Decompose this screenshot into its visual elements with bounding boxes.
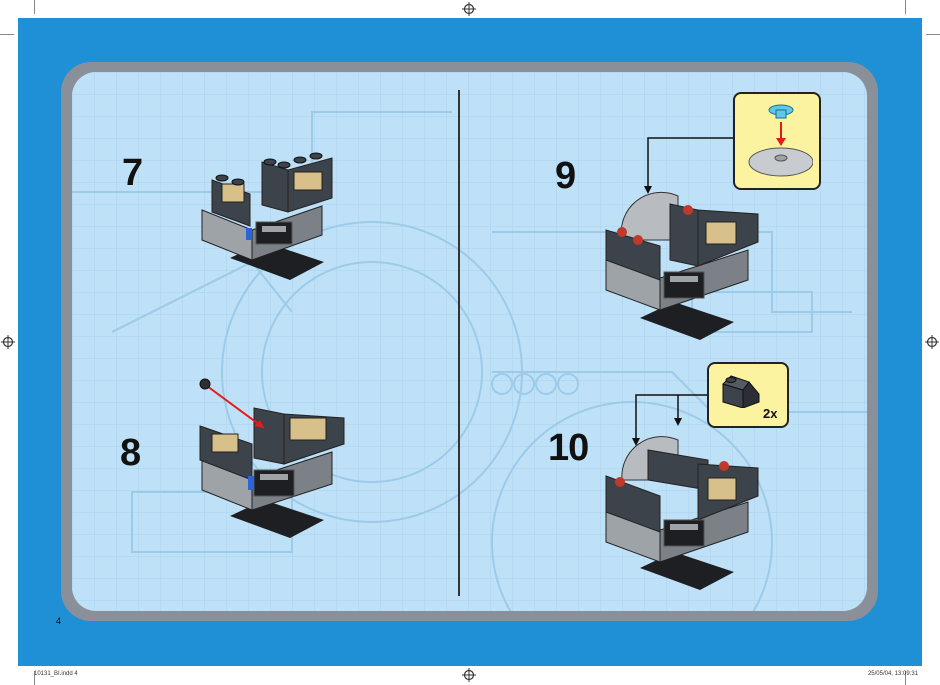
registration-mark-icon — [925, 335, 939, 349]
crop-mark — [926, 34, 940, 35]
step-divider — [458, 90, 460, 596]
slope-brick-icon — [722, 375, 760, 408]
registration-mark-icon — [462, 668, 476, 682]
crop-mark — [905, 0, 906, 14]
step-8-model — [199, 378, 345, 538]
step-number-10: 10 — [548, 427, 589, 469]
registration-mark-icon — [1, 335, 15, 349]
parts-callout-step-10: 2x — [707, 362, 789, 428]
step-number-7: 7 — [122, 152, 143, 194]
step-number-8: 8 — [120, 432, 141, 474]
part-quantity: 2x — [763, 406, 778, 421]
parts-callout-step-9 — [733, 92, 821, 190]
footer-timestamp: 25/05/04, 13:09:31 — [867, 671, 918, 677]
dish-part-icon — [748, 104, 813, 177]
registration-mark-icon — [462, 2, 476, 16]
step-number-9: 9 — [555, 155, 576, 197]
footer-file-label: 10131_BI.indd 4 — [34, 671, 78, 677]
page-number: 4 — [56, 616, 62, 626]
step-7-model — [201, 152, 333, 280]
step-10-model — [605, 436, 759, 590]
crop-mark — [905, 671, 906, 685]
step-9-model — [605, 191, 759, 340]
crop-mark — [34, 671, 35, 685]
crop-mark — [34, 0, 35, 14]
crop-mark — [0, 34, 14, 35]
